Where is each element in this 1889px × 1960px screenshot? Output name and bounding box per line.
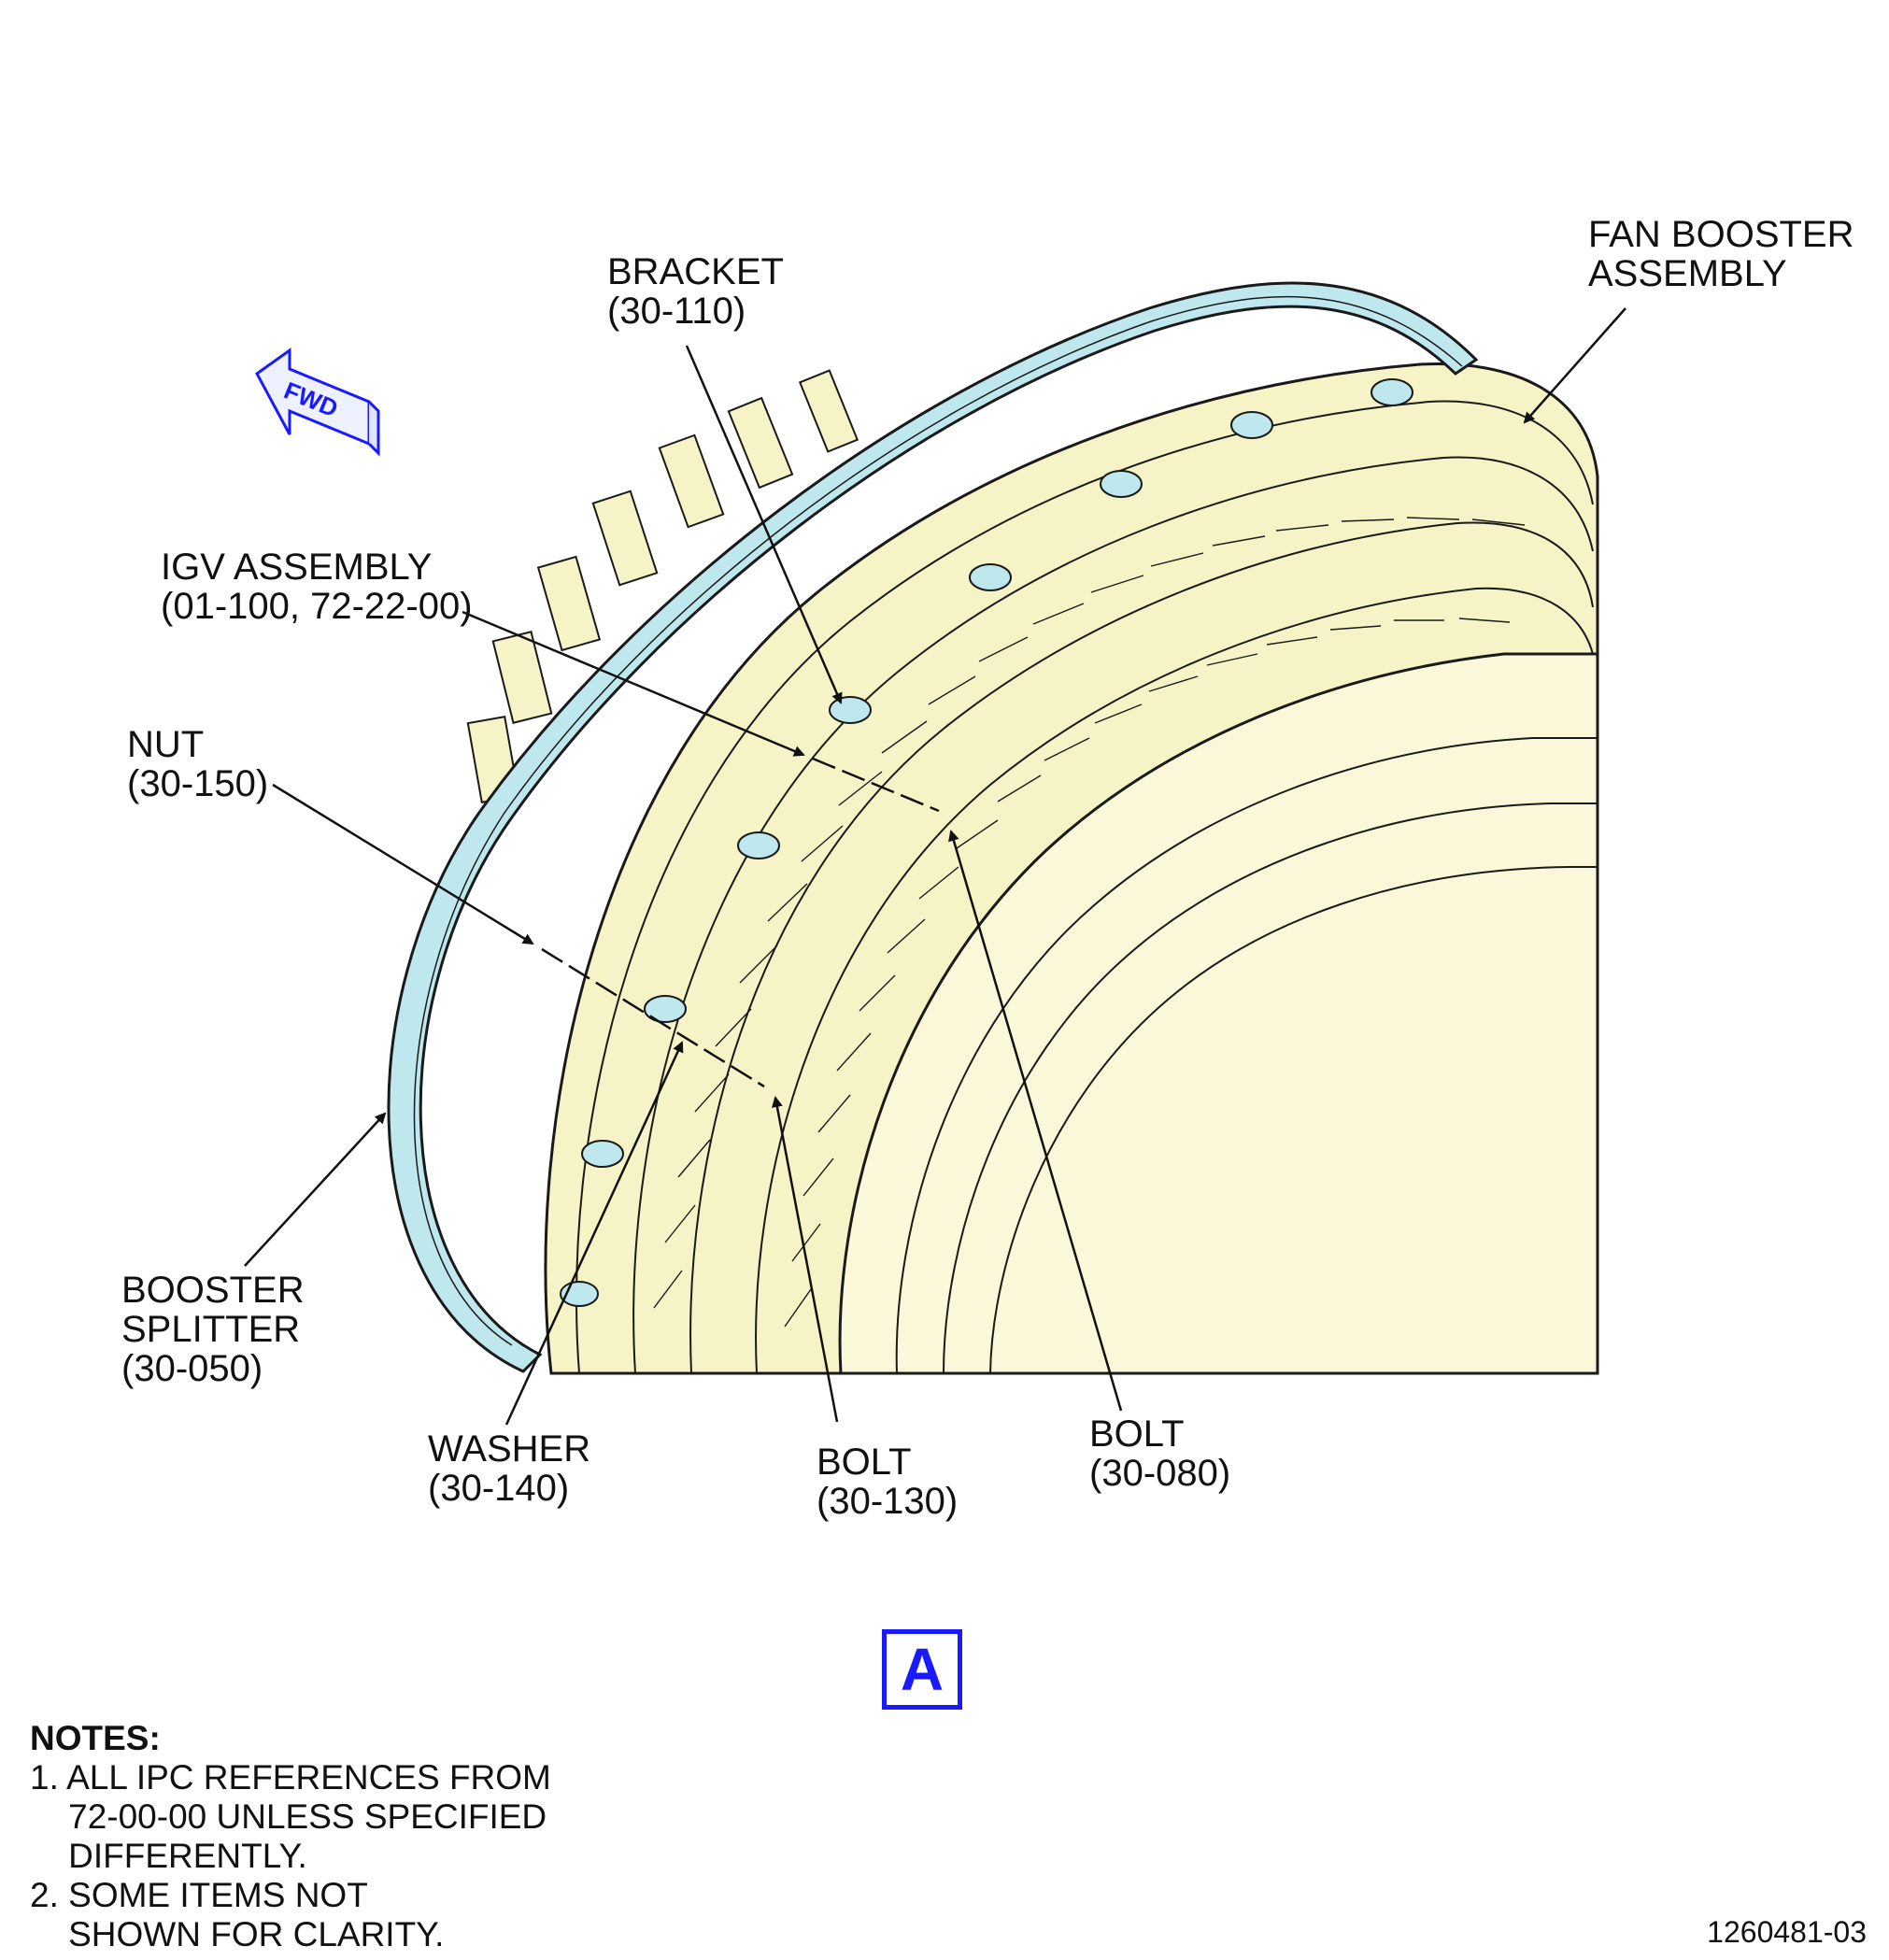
leader-nut-ext bbox=[541, 947, 765, 1088]
note-line: 1. ALL IPC REFERENCES FROM bbox=[30, 1758, 551, 1797]
leader-booster-splitter bbox=[244, 1112, 387, 1267]
vane-pattern bbox=[653, 517, 1526, 1328]
callout-igv-assembly: IGV ASSEMBLY (01-100, 72-22-00) bbox=[161, 547, 473, 627]
callout-bracket: BRACKET (30-110) bbox=[607, 251, 784, 332]
note-line: SHOWN FOR CLARITY. bbox=[30, 1915, 445, 1953]
igv-assembly-body bbox=[544, 362, 1599, 1375]
callout-booster-splitter: BOOSTER SPLITTER (30-050) bbox=[121, 1270, 305, 1389]
notes-title: NOTES: bbox=[30, 1719, 161, 1757]
callout-bolt-130: BOLT (30-130) bbox=[817, 1442, 959, 1522]
leader-fan-booster bbox=[1523, 307, 1626, 424]
leader-lines bbox=[244, 307, 1626, 1426]
callout-fan-booster-assembly: FAN BOOSTER ASSEMBLY bbox=[1588, 214, 1854, 294]
leader-washer bbox=[504, 1041, 684, 1426]
callout-nut: NUT (30-150) bbox=[127, 724, 269, 804]
fastener-pattern bbox=[560, 378, 1413, 1307]
leader-igv bbox=[462, 610, 805, 757]
leader-igv-ext bbox=[812, 757, 940, 813]
note-line: 2. SOME ITEMS NOT bbox=[30, 1876, 368, 1914]
notes-block: NOTES: 1. ALL IPC REFERENCES FROM 72-00-… bbox=[30, 1719, 551, 1954]
booster-splitter-ring bbox=[387, 281, 1479, 1373]
fwd-arrow-icon: FWD bbox=[255, 348, 380, 457]
callout-bolt-080: BOLT (30-080) bbox=[1089, 1413, 1231, 1494]
note-line: DIFFERENTLY. bbox=[30, 1837, 307, 1875]
leader-bolt-130 bbox=[771, 1096, 839, 1423]
view-label: A bbox=[882, 1629, 962, 1710]
note-line: 72-00-00 UNLESS SPECIFIED bbox=[30, 1797, 547, 1836]
callout-washer: WASHER (30-140) bbox=[428, 1428, 591, 1509]
leader-nut bbox=[272, 783, 534, 945]
rear-struts bbox=[466, 369, 859, 803]
leader-bracket bbox=[685, 345, 843, 704]
leader-bolt-080 bbox=[948, 830, 1123, 1412]
figure-number: 1260481-03 bbox=[1707, 1915, 1867, 1949]
